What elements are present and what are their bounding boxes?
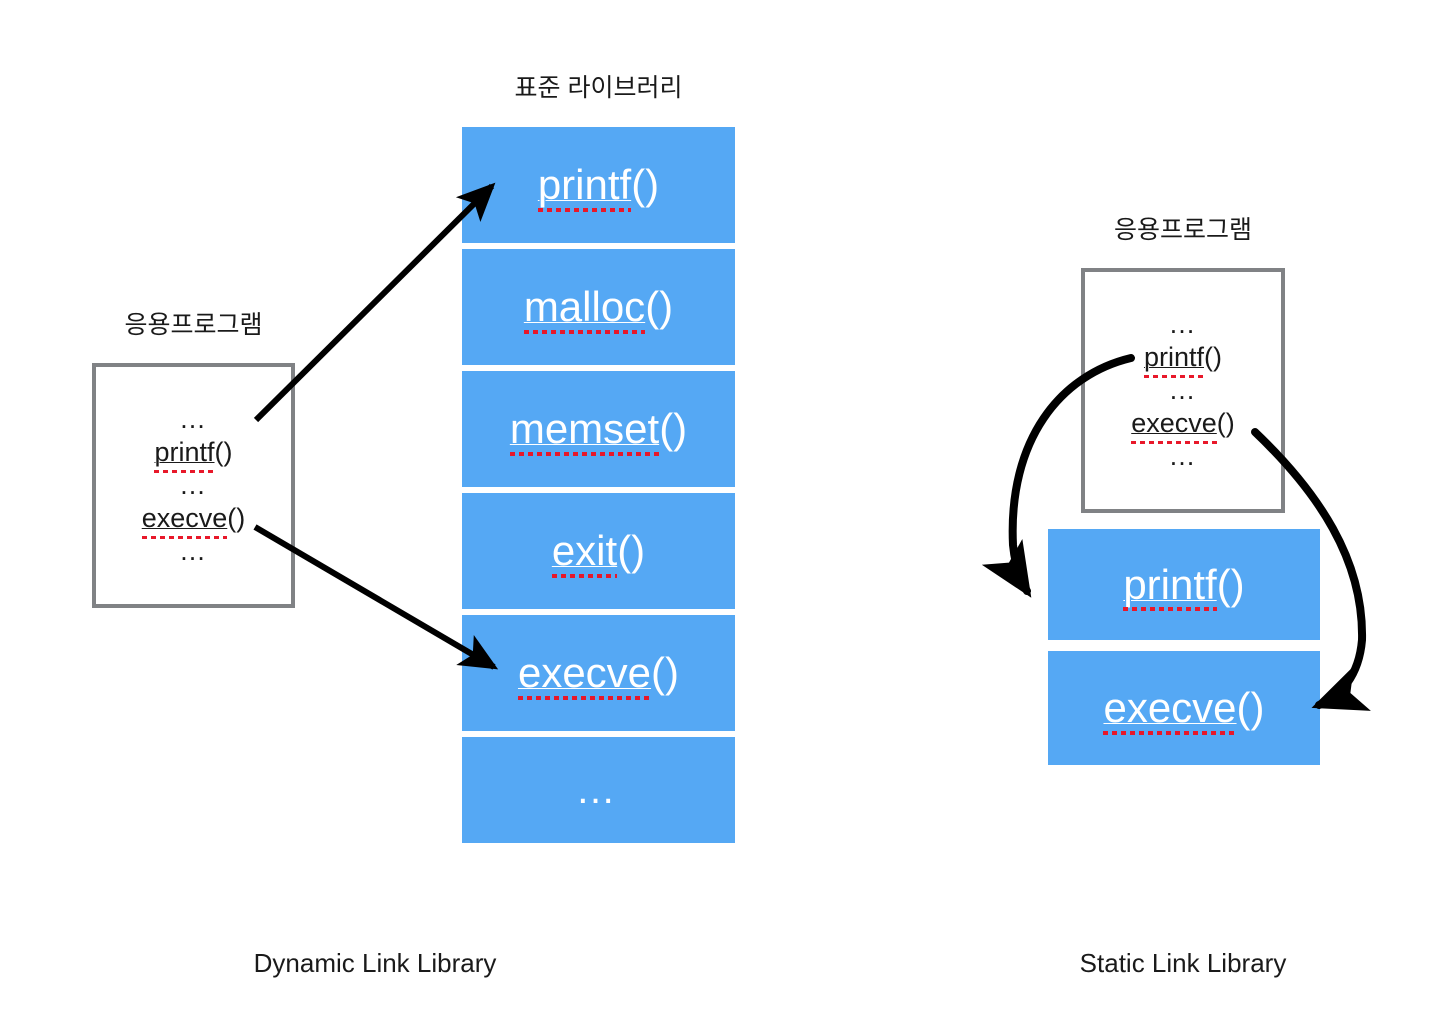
left-app-printf-name: printf — [154, 437, 215, 474]
right-app-execve-parens: () — [1216, 407, 1235, 438]
right-app-printf-parens: () — [1204, 342, 1222, 373]
library-cell-malloc: malloc() — [462, 249, 735, 365]
left-app-printf-parens: () — [214, 437, 233, 468]
library-cell-more: … — [462, 737, 735, 843]
library-exit-name: exit — [551, 527, 618, 578]
left-app-line-printf: printf() — [154, 436, 233, 474]
library-printf-parens: () — [631, 161, 660, 208]
left-app-program-label: 응용프로그램 — [124, 311, 263, 339]
library-cell-exit-label: exit() — [551, 527, 646, 578]
library-cell-execve: execve() — [462, 615, 735, 731]
linked-cell-printf: printf() — [1048, 529, 1320, 640]
left-app-line-ellipsis-1: … — [179, 404, 208, 435]
right-app-program-label: 응용프로그램 — [1113, 216, 1252, 244]
right-app-line-execve: execve() — [1131, 407, 1235, 445]
right-caption-static-link-library: Static Link Library — [1079, 948, 1287, 978]
library-printf-name: printf — [537, 161, 632, 212]
right-app-execve-name: execve — [1131, 407, 1217, 445]
library-memset-name: memset — [509, 405, 660, 456]
left-app-line-execve: execve() — [141, 502, 246, 540]
linked-cell-execve-label: execve() — [1103, 684, 1265, 735]
right-app-line-ellipsis-3: … — [1168, 440, 1198, 471]
library-cell-printf: printf() — [462, 127, 735, 243]
left-app-program-box: … printf() … execve() … — [92, 363, 295, 608]
linked-execve-name: execve — [1103, 684, 1237, 735]
linked-printf-parens: () — [1216, 560, 1245, 608]
left-app-execve-name: execve — [141, 502, 228, 540]
library-cell-more-label: … — [575, 768, 622, 812]
right-app-line-ellipsis-1: … — [1168, 309, 1198, 340]
left-app-line-ellipsis-2: … — [179, 470, 208, 501]
library-cell-malloc-label: malloc() — [523, 283, 674, 334]
left-caption-dynamic-link-library: Dynamic Link Library — [253, 948, 497, 978]
linked-cell-printf-label: printf() — [1123, 560, 1245, 612]
right-app-program-box: … printf() … execve() … — [1081, 268, 1285, 513]
left-app-line-ellipsis-3: … — [179, 535, 208, 566]
right-app-printf-name: printf — [1143, 342, 1205, 379]
library-cell-printf-label: printf() — [537, 161, 660, 212]
right-app-line-ellipsis-2: … — [1168, 375, 1198, 406]
right-app-line-printf: printf() — [1143, 341, 1222, 379]
library-memset-parens: () — [659, 405, 688, 452]
library-cell-memset: memset() — [462, 371, 735, 487]
linked-printf-name: printf — [1123, 560, 1218, 612]
library-cell-memset-label: memset() — [509, 405, 688, 456]
library-cell-execve-label: execve() — [517, 649, 680, 700]
library-execve-parens: () — [651, 649, 680, 696]
library-execve-name: execve — [517, 649, 652, 700]
linked-cell-execve: execve() — [1048, 651, 1320, 765]
library-exit-parens: () — [617, 527, 646, 574]
standard-library-title: 표준 라이브러리 — [514, 74, 683, 102]
library-cell-exit: exit() — [462, 493, 735, 609]
library-malloc-parens: () — [645, 283, 674, 330]
linked-execve-parens: () — [1236, 684, 1265, 731]
library-malloc-name: malloc — [523, 283, 646, 334]
left-app-execve-parens: () — [227, 502, 246, 533]
